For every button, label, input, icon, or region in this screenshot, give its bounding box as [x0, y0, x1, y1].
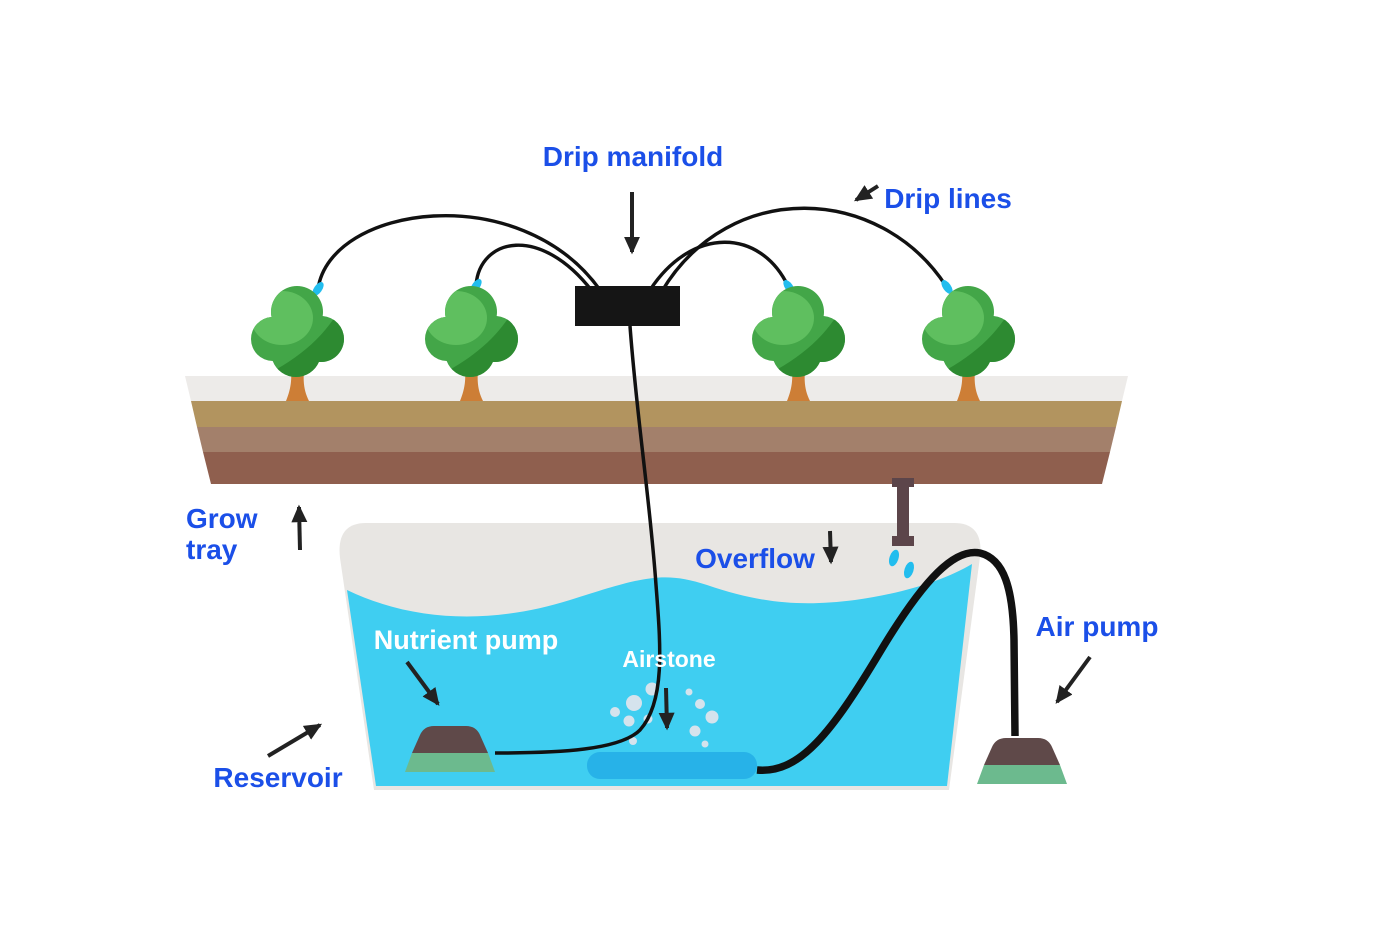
overflow-arrow [822, 530, 839, 565]
drip-lines-label: Drip lines [884, 183, 1012, 214]
grow-tray [185, 376, 1128, 484]
grow-tray-arrow [291, 504, 308, 551]
grow-tray-tan-layer [191, 401, 1122, 427]
grow-tray-label-line2: tray [186, 534, 238, 565]
overflow-label: Overflow [695, 543, 815, 574]
drip-lines [312, 206, 953, 296]
grow-tray-dark-layer [203, 452, 1110, 484]
drip-manifold-label: Drip manifold [543, 141, 723, 172]
reservoir-arrow [266, 723, 323, 758]
nutrient-pump-label: Nutrient pump [374, 625, 558, 655]
drip-line-3 [648, 240, 790, 291]
drip-line-4 [660, 206, 948, 292]
airstone-label: Airstone [622, 646, 715, 672]
grow-tray-label-line1: Grow [186, 503, 258, 534]
drip-lines-arrow [853, 184, 880, 202]
airstone [587, 752, 757, 779]
nutrient-pump-arrow [405, 660, 440, 706]
air-pump-arrow [1055, 655, 1092, 704]
drip-line-2 [474, 243, 594, 293]
drip-manifold [575, 286, 680, 326]
nutrient-tube [494, 325, 662, 755]
reservoir-label: Reservoir [213, 762, 342, 793]
air-pump [977, 738, 1067, 784]
grow-tray-medium-layer [197, 427, 1116, 452]
drip-line-1 [316, 214, 602, 291]
overflow-drops [888, 549, 915, 579]
overflow-pipe [888, 478, 915, 579]
airstone-arrow [658, 687, 675, 731]
air-tube [756, 548, 1019, 774]
air-pump-label: Air pump [1036, 611, 1159, 642]
grow-tray-top-layer [185, 376, 1128, 401]
